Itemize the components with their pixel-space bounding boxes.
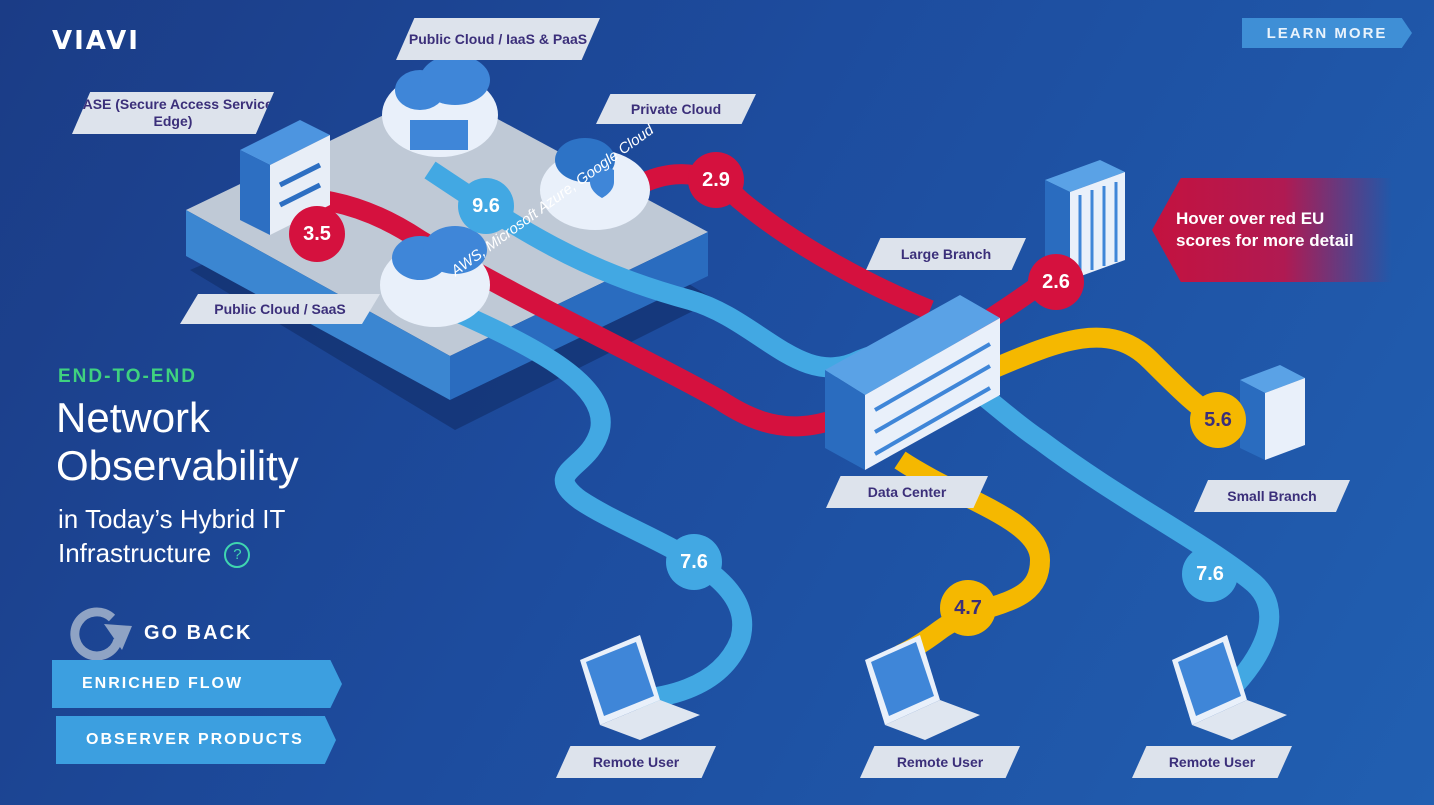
label-public-cloud-iaas: Public Cloud / IaaS & PaaS (396, 18, 600, 60)
laptop-icon-3 (1172, 635, 1287, 740)
pipe-red-1 (256, 188, 885, 437)
label-remote-user-3: Remote User (1132, 746, 1292, 778)
hint-line-1: Hover over red EU (1176, 209, 1325, 228)
score-badge-remote-user-3[interactable]: 7.6 (1182, 546, 1238, 602)
learn-more-button[interactable]: LEARN MORE (1242, 18, 1412, 48)
label-sase: SASE (Secure Access Service Edge) (72, 92, 274, 134)
pipe-gold-2 (894, 451, 1051, 664)
private-cloud-icon (540, 138, 650, 230)
iaas-cloud-icon (382, 55, 498, 157)
score-badge-remote-user-2[interactable]: 4.7 (940, 580, 996, 636)
go-back-label: GO BACK (144, 621, 253, 644)
saas-cloud-icon (380, 226, 490, 327)
subtitle-line-2: Infrastructure (58, 538, 212, 568)
score-badge-sase[interactable]: 3.5 (289, 206, 345, 262)
page-title: Network Observability (56, 394, 299, 490)
label-large-branch: Large Branch (866, 238, 1026, 270)
pipe-red-2 (603, 164, 934, 320)
pipe-blue-2 (425, 290, 753, 710)
score-badge-iaas[interactable]: 9.6 (458, 178, 514, 234)
help-icon[interactable]: ? (224, 542, 251, 569)
subtitle-line-2-wrap: Infrastructure ? (58, 536, 285, 570)
label-remote-user-1: Remote User (556, 746, 716, 778)
go-back-arrow-icon (70, 607, 132, 661)
score-badge-remote-user-1[interactable]: 7.6 (666, 534, 722, 590)
label-data-center: Data Center (826, 476, 988, 508)
enriched-flow-button[interactable]: ENRICHED FLOW (52, 660, 342, 708)
eyebrow-text: END-TO-END (58, 366, 197, 387)
subtitle-line-1: in Today’s Hybrid IT (58, 504, 286, 534)
label-small-branch: Small Branch (1194, 480, 1350, 512)
data-center-icon (825, 295, 1000, 470)
score-badge-small-branch[interactable]: 5.6 (1190, 392, 1246, 448)
viavi-logo: VIAVI (52, 26, 140, 56)
pipe-gold-1 (986, 327, 1225, 429)
score-badge-private-cloud[interactable]: 2.9 (688, 152, 744, 208)
laptop-icon-1 (580, 635, 700, 740)
score-badge-large-branch[interactable]: 2.6 (1028, 254, 1084, 310)
label-private-cloud: Private Cloud (596, 94, 756, 124)
label-public-cloud-saas: Public Cloud / SaaS (180, 294, 380, 324)
title-line-2: Observability (56, 442, 299, 489)
observer-products-button[interactable]: OBSERVER PRODUCTS (56, 716, 336, 764)
hover-hint-callout: Hover over red EU scores for more detail (1152, 178, 1392, 282)
page-subtitle: in Today’s Hybrid IT Infrastructure ? (58, 502, 285, 570)
go-back-button[interactable]: GO BACK (62, 604, 252, 662)
hint-line-2: scores for more detail (1176, 231, 1354, 250)
title-line-1: Network (56, 394, 211, 441)
label-remote-user-2: Remote User (860, 746, 1020, 778)
small-branch-icon (1240, 365, 1305, 460)
laptop-icon-2 (865, 635, 980, 740)
